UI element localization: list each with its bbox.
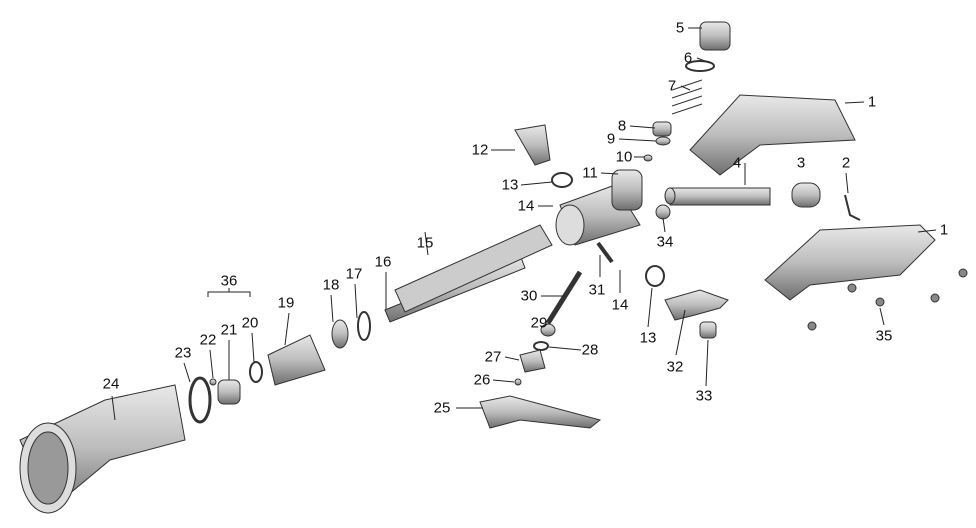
callout-19: 19 bbox=[277, 294, 295, 312]
callout-11: 11 bbox=[582, 164, 598, 182]
part-23-ring bbox=[188, 376, 212, 424]
part-27 bbox=[519, 349, 546, 373]
part-12 bbox=[514, 124, 551, 166]
part-32 bbox=[664, 289, 729, 321]
callout-21: 21 bbox=[220, 321, 238, 339]
callout-7: 7 bbox=[667, 77, 677, 95]
callout-9: 9 bbox=[606, 130, 616, 148]
callout-1-lower: 1 bbox=[939, 221, 949, 239]
callout-35: 35 bbox=[875, 327, 893, 345]
callout-3: 3 bbox=[796, 154, 806, 172]
callout-18: 18 bbox=[322, 276, 340, 294]
part-20 bbox=[249, 361, 263, 383]
callout-32: 32 bbox=[666, 358, 684, 376]
part-11-body bbox=[555, 169, 643, 246]
callout-36: 36 bbox=[220, 272, 238, 290]
callout-6: 6 bbox=[683, 49, 693, 67]
part-25-lever bbox=[479, 395, 602, 429]
part-24-nozzle bbox=[19, 384, 186, 514]
callout-4: 4 bbox=[732, 154, 742, 172]
callout-16: 16 bbox=[374, 253, 392, 271]
callout-29: 29 bbox=[530, 314, 548, 332]
part-30-rod bbox=[545, 270, 583, 325]
callout-25: 25 bbox=[433, 399, 451, 417]
part-33 bbox=[699, 321, 717, 339]
callout-28: 28 bbox=[581, 341, 599, 359]
callout-31: 31 bbox=[588, 281, 606, 299]
callout-30: 30 bbox=[520, 287, 538, 305]
part-15-shell bbox=[394, 224, 553, 313]
part-5-cap bbox=[699, 21, 731, 51]
callout-5: 5 bbox=[675, 19, 685, 37]
callout-12: 12 bbox=[471, 141, 489, 159]
part-13-ring-a bbox=[551, 172, 573, 188]
callout-1-upper: 1 bbox=[867, 93, 877, 111]
part-8 bbox=[652, 121, 672, 137]
part-28 bbox=[533, 341, 549, 351]
callout-10: 10 bbox=[615, 148, 633, 166]
callout-14-lower: 14 bbox=[611, 296, 629, 314]
callout-14-upper: 14 bbox=[517, 197, 535, 215]
part-19 bbox=[267, 334, 326, 386]
callout-13-lower: 13 bbox=[639, 329, 657, 347]
part-22 bbox=[209, 378, 217, 386]
part-31-pin bbox=[596, 241, 614, 264]
callout-2: 2 bbox=[841, 154, 851, 172]
part-1-handle-lower bbox=[764, 224, 936, 301]
part-21 bbox=[217, 379, 241, 405]
callout-34: 34 bbox=[656, 233, 674, 251]
callout-20: 20 bbox=[241, 314, 259, 332]
leader-lines bbox=[111, 27, 937, 421]
callout-17: 17 bbox=[345, 265, 363, 283]
part-1-handle-upper bbox=[689, 94, 856, 176]
part-18 bbox=[331, 319, 349, 349]
part-7-spring bbox=[671, 79, 703, 115]
part-35-screws bbox=[807, 268, 968, 331]
callout-26: 26 bbox=[473, 371, 491, 389]
part-10 bbox=[643, 154, 653, 162]
callout-24: 24 bbox=[102, 375, 120, 393]
callout-33: 33 bbox=[695, 387, 713, 405]
callout-27: 27 bbox=[484, 348, 502, 366]
callout-22: 22 bbox=[199, 331, 217, 349]
part-3 bbox=[791, 182, 821, 208]
part-4-tube bbox=[669, 187, 771, 206]
part-2-clip bbox=[844, 194, 861, 221]
part-26 bbox=[514, 378, 522, 386]
callout-8: 8 bbox=[617, 117, 627, 135]
part-6-ring bbox=[685, 60, 715, 72]
callout-15: 15 bbox=[416, 234, 434, 252]
part-13-ring-b bbox=[645, 265, 665, 287]
part-34 bbox=[655, 204, 671, 220]
callout-13-upper: 13 bbox=[501, 176, 519, 194]
callout-23: 23 bbox=[174, 344, 192, 362]
part-17 bbox=[357, 311, 371, 341]
part-9 bbox=[655, 136, 671, 146]
